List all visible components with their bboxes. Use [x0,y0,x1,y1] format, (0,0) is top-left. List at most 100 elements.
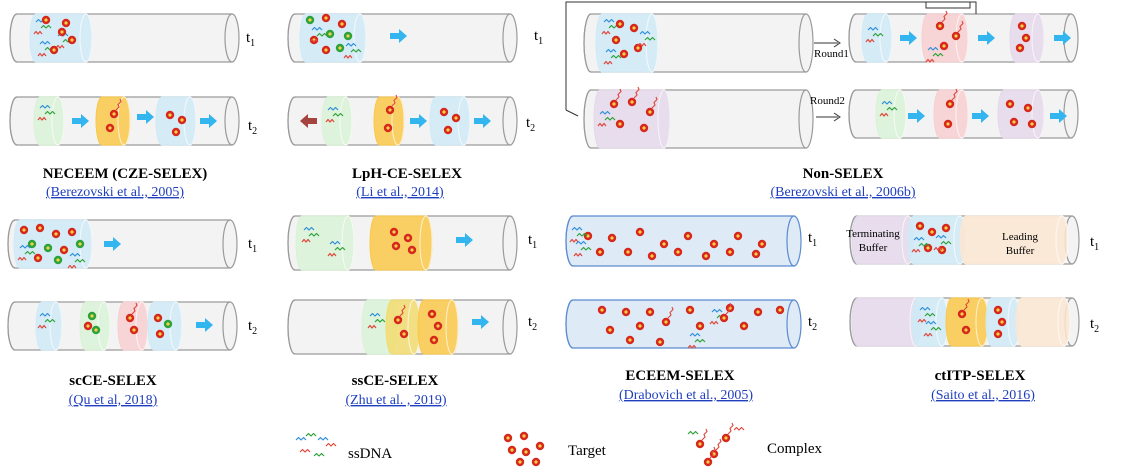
target-molecule-core [22,228,26,232]
target-molecule-core [108,126,112,130]
feedback-loop-tip [565,109,579,117]
tube-neceem-t1-end [224,13,240,63]
ssdna-strand [24,250,36,255]
ssdna-strand [601,30,611,35]
collect-bracket [925,2,971,9]
complex-target-core [648,110,652,114]
feedback-loop-line [565,1,977,110]
tube-round1-front [848,13,857,63]
title-lph-ce-selex: LpH-CE-SELEX [352,166,462,182]
ssdna-strand [37,324,47,329]
ssdna-strand [329,240,341,245]
time-label: t1 [1090,234,1099,253]
time-label: t1 [246,30,255,49]
time-label-subscript: 1 [252,244,257,255]
target-molecule-core [626,250,630,254]
target-molecule-core [662,242,666,246]
target-molecule-core [1000,320,1004,324]
ssdna-strand [603,60,613,65]
ssdna-strand [39,312,51,317]
ssdna-strand [309,38,319,43]
target-molecule-core [944,226,948,230]
complex-target-core [724,436,728,440]
complex-strand [131,302,138,315]
zone-scce-green-rim [97,301,111,351]
zone-round2-complex-rim [955,89,969,139]
complex-strand [941,10,948,23]
target-molecule-core [394,244,398,248]
zone-round2-ssdna-rim [893,89,907,139]
target-molecule-core [996,308,1000,312]
zone-neceem-target-fill [155,96,197,146]
ssdna-strand [603,18,615,23]
target-molecule-core [600,308,604,312]
legend-ssdna-icon [325,442,337,447]
citation-neceem[interactable]: (Berezovski et al., 2005) [46,185,184,200]
zone-nonselex-mix-rim [645,13,659,73]
ssdna-strand [687,344,697,349]
tube-nonselex-2-front [583,89,592,149]
ssdna-strand [332,112,344,117]
citation-scce-selex[interactable]: (Qu et al, 2018) [69,393,158,408]
ssdna-strand [935,234,947,239]
ssdna-strand [40,24,52,29]
target-molecule-core [64,21,68,25]
time-label: t1 [528,232,537,251]
tube-eceem-t2-end [786,299,802,349]
complex-target-core [630,100,634,104]
target-molecule-core [704,254,708,258]
zone-neceem-complex-fill [95,96,131,146]
zone-round2-target [997,89,1045,139]
ssdna-strand [350,48,362,53]
zone-ctitp-ssdna-fill [911,297,949,347]
citation-ssce-selex[interactable]: (Zhu et al. , 2019) [345,393,446,408]
tube-round2-end [1063,89,1079,139]
target-molecule-core [642,126,646,130]
ssdna-strand [325,118,335,123]
tube-nonselex-1-front [583,13,592,73]
citation-ctitp-selex[interactable]: (Saito et al., 2016) [931,388,1035,403]
legend-target-icon-core [534,460,538,464]
zone-round1-ssdna-fill [861,13,893,63]
complex-strand [651,96,658,109]
reverse-arrow-icon [300,114,317,128]
ssdna-strand [67,264,77,269]
tube-lph-t1-front [287,13,296,63]
tube-ssce-t1-front [287,215,296,271]
legend-ssdna-icon [305,432,317,437]
migration-arrow-icon [104,237,121,251]
time-label-subscript: 1 [1094,242,1099,253]
tube-eceem-t1 [565,215,802,267]
target-molecule-core [698,324,702,328]
time-label-subscript: 1 [250,38,255,49]
target-molecule-core [632,26,636,30]
target-molecule-core [70,230,74,234]
ssdna-strand [919,306,931,311]
target-molecule-core [430,312,434,316]
complex-target-core [664,320,668,324]
zone-ctitp-complex-fill [945,297,989,347]
ssdna-strand [604,116,616,121]
time-label: t2 [1090,316,1099,335]
ssdna-strand [933,246,943,251]
tube-nonselex-1-end [798,13,814,73]
citation-non-selex[interactable]: (Berezovski et al., 2006b) [770,185,915,200]
complex-target-core [954,34,958,38]
green-target-molecule-core [56,258,60,262]
citation-lph-ce-selex[interactable]: (Li et al., 2014) [356,185,444,200]
zone-neceem-ssdna-rim [51,96,65,146]
complex-strand [115,98,122,111]
target-molecule-core [930,230,934,234]
legend-ssdna-icon [313,452,325,457]
target-molecule-core [608,328,612,332]
legend-complex-label: Complex [767,441,822,457]
target-molecule-core [38,226,42,230]
zone-ctitp-leading-2-fill [1015,297,1071,347]
zone-ssce-ssdna-rim [341,215,355,271]
ssdna-strand [19,244,31,249]
target-molecule-core [618,122,622,126]
tube-neceem-t2-front [9,96,18,146]
citation-eceem-selex[interactable]: (Drabovich et al., 2005) [619,388,753,403]
ssdna-strand [369,312,381,317]
round2-arrowhead [833,112,841,122]
